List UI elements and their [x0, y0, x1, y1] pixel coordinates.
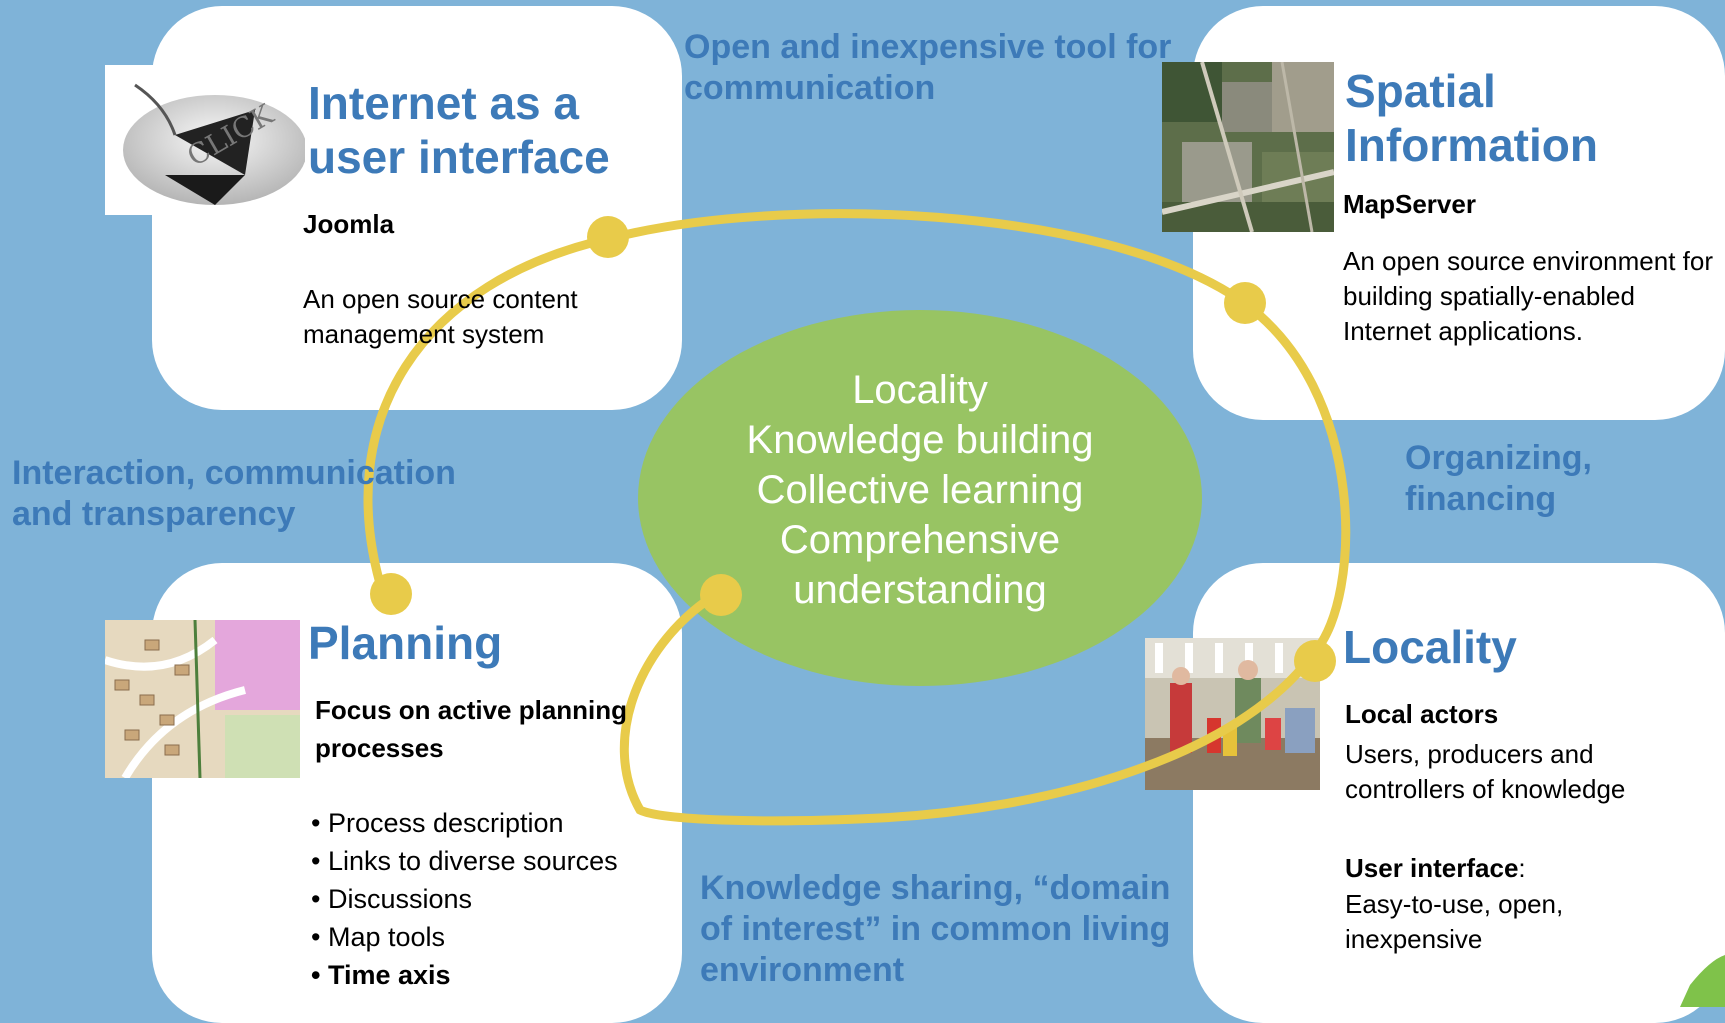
planning-bullet: Map tools — [311, 918, 618, 956]
center-line-4: Comprehensive — [779, 518, 1061, 562]
internet-title: Internet as a user interface — [308, 77, 610, 183]
planning-title: Planning — [308, 617, 503, 669]
connector-bottom-label: Knowledge sharing, “domain of interest” … — [700, 869, 1171, 989]
internet-tool: Joomla — [303, 209, 395, 239]
planning-focus: Focus on active planning processes — [315, 695, 628, 763]
local-actors-photo-image — [1145, 638, 1320, 790]
connector-left-label: Interaction, communication and transpare… — [12, 454, 456, 533]
plan-map-image — [105, 620, 300, 778]
planning-bullet: Time axis — [311, 956, 618, 994]
loop-node-inner — [700, 574, 742, 616]
spatial-description: An open source environment for building … — [1343, 246, 1713, 346]
loop-node-left — [370, 573, 412, 615]
center-concepts: Locality Knowledge building Collective l… — [640, 365, 1200, 615]
planning-bullet: Links to diverse sources — [311, 842, 618, 880]
planning-bullet: Discussions — [311, 880, 618, 918]
locality-actors-heading: Local actors — [1345, 699, 1499, 729]
locality-ui-heading: User interface — [1345, 853, 1519, 883]
locality-ui-text: Easy-to-use, open, inexpensive — [1345, 889, 1564, 954]
connector-top-label: Open and inexpensive tool for communicat… — [684, 28, 1172, 107]
locality-title: Locality — [1343, 621, 1517, 673]
center-line-3: Collective learning — [756, 468, 1084, 512]
loop-node-right — [1224, 282, 1266, 324]
planning-bullet: Process description — [311, 804, 618, 842]
loop-node-top — [587, 216, 629, 258]
knowledge-loop — [363, 209, 1351, 826]
spatial-tool: MapServer — [1343, 189, 1476, 219]
center-line-5: understanding — [793, 568, 1047, 612]
corner-leaf-decoration — [1680, 955, 1725, 1007]
spatial-title: Spatial Information — [1345, 65, 1598, 171]
click-mouse-image: CLICK — [105, 65, 305, 215]
connector-right-label: Organizing, financing — [1405, 439, 1592, 518]
locality-ui-colon: : — [1518, 853, 1526, 883]
internet-description: An open source content management system — [303, 284, 578, 349]
center-line-1: Locality — [852, 368, 988, 412]
locality-actors-text: Users, producers and controllers of know… — [1345, 739, 1626, 804]
locality-ui-line: User interface: — [1345, 851, 1526, 886]
center-ellipse — [638, 310, 1202, 686]
loop-node-bottom-right — [1294, 640, 1336, 682]
planning-bullet-list: Process description Links to diverse sou… — [311, 804, 618, 994]
aerial-photo-image — [1162, 62, 1334, 232]
center-line-2: Knowledge building — [746, 418, 1094, 462]
